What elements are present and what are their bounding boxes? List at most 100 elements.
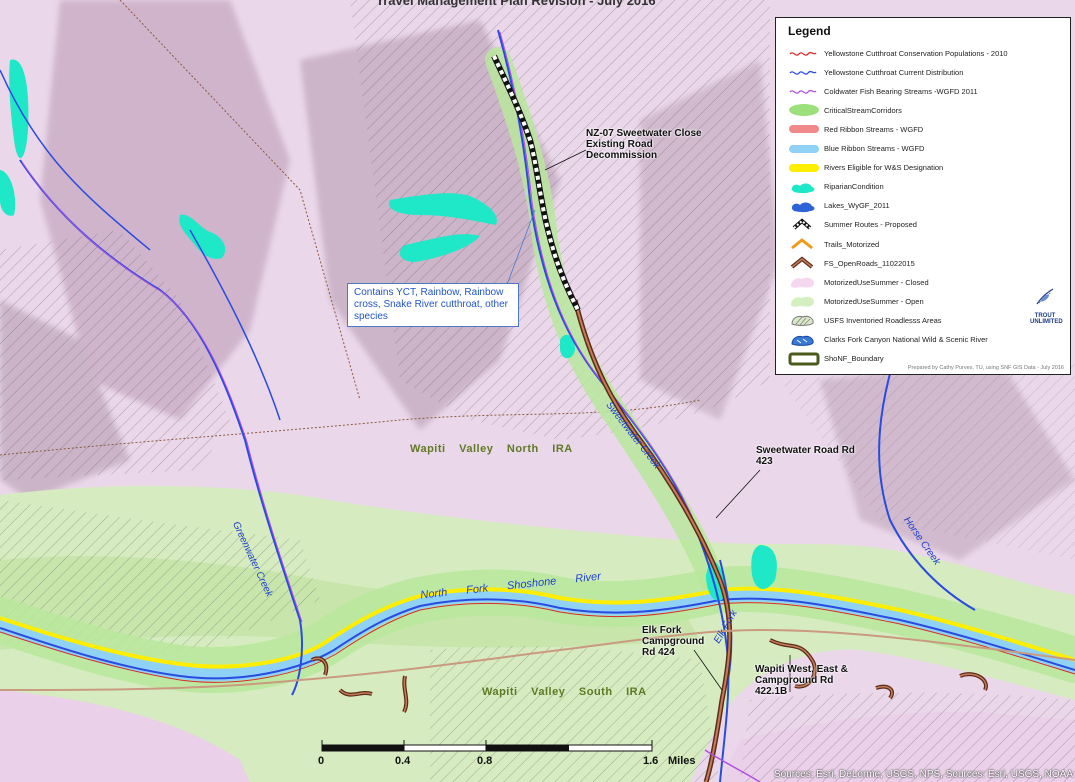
legend-label: Summer Routes - Proposed: [824, 220, 917, 230]
legend-swatch: [789, 104, 819, 117]
label-wapiti-west: Wapiti West, East & Campground Rd 422.1B: [755, 664, 848, 697]
riparian-polygon: [389, 193, 497, 225]
legend-item: Trails_Motorized: [788, 237, 879, 251]
cutthroat-conservation-river: [0, 602, 1075, 683]
legend-label: Lakes_WyGF_2011: [824, 201, 890, 211]
legend-item: FS_OpenRoads_11022015: [788, 256, 915, 270]
legend-item: Rivers Eligible for W&S Designation: [788, 161, 943, 175]
cutthroat-distribution-river: [0, 597, 1075, 680]
logo-text: TROUT UNLIMITED: [1030, 313, 1063, 325]
legend-swatch: [792, 218, 812, 230]
legend-swatch: [791, 277, 815, 288]
legend-item: USFS Inventoried Roadlesss Areas: [788, 313, 942, 327]
legend-label: Trails_Motorized: [824, 239, 880, 249]
label-nz07: NZ-07 Sweetwater Close Existing Road Dec…: [586, 128, 702, 161]
legend-swatch: [791, 238, 813, 250]
legend-item: Lakes_WyGF_2011: [788, 199, 890, 213]
leader-line: [693, 649, 723, 691]
trout-icon: [1036, 288, 1054, 305]
scale-unit: Miles: [668, 755, 696, 767]
legend-item: Yellowstone Cutthroat Conservation Popul…: [788, 46, 1008, 60]
legend-swatch: [791, 335, 814, 346]
legend-swatch: [788, 352, 820, 366]
legend-item: ShoNF_Boundary: [788, 352, 884, 366]
riparian-polygon: [179, 214, 226, 259]
road-stub: [769, 639, 987, 699]
coldwater-stream: [704, 749, 761, 782]
legend-label: Yellowstone Cutthroat Current Distributi…: [824, 67, 964, 77]
forest-boundary: [0, 399, 701, 456]
legend-panel: Legend Yellowstone Cutthroat Conservatio…: [775, 17, 1071, 375]
legend-item: MotorizedUseSummer - Open: [788, 294, 924, 308]
wild-scenic-river: [0, 586, 1075, 669]
riparian-polygon: [399, 234, 480, 262]
legend-label: Red Ribbon Streams - WGFD: [824, 124, 924, 134]
leader-line: [544, 149, 587, 171]
legend-label: USFS Inventoried Roadlesss Areas: [824, 315, 942, 325]
road-stub: [311, 657, 408, 713]
legend-label: Yellowstone Cutthroat Conservation Popul…: [824, 48, 1008, 58]
greenwater-creek-coldwater: [21, 161, 303, 623]
label-wapiti-south-ira: Wapiti Valley South IRA: [482, 686, 647, 698]
legend-swatch: [791, 202, 815, 212]
ira-east-hatch: [780, 360, 1075, 560]
legend-item: Coldwater Fish Bearing Streams -WGFD 201…: [788, 84, 978, 98]
sweetwater-road: [574, 299, 731, 782]
trout-unlimited-logo: TROUT UNLIMITED: [1030, 286, 1063, 325]
map-title: Travel Management Plan Revision - July 2…: [376, 0, 656, 8]
legend-item: Clarks Fork Canyon National Wild & Sceni…: [788, 333, 988, 347]
legend-label: MotorizedUseSummer - Open: [824, 296, 924, 306]
species-callout: Contains YCT, Rainbow, Rainbow cross, Sn…: [347, 283, 519, 327]
legend-swatch: [791, 316, 814, 327]
legend-swatch: [789, 144, 819, 153]
legend-item: Yellowstone Cutthroat Current Distributi…: [788, 65, 963, 79]
leader-line: [504, 209, 536, 291]
riparian-polygon: [560, 334, 575, 359]
valley-road: [0, 628, 1075, 691]
riparian-polygon: [0, 170, 16, 216]
legend-title: Legend: [788, 24, 831, 38]
legend-item: Red Ribbon Streams - WGFD: [788, 122, 923, 136]
blue-ribbon-stream: [0, 587, 1075, 682]
ira-north-hatch: [350, 0, 770, 440]
scale-bar: [321, 740, 653, 752]
legend-item: Summer Routes - Proposed: [788, 218, 917, 232]
ira-west-hatch: [0, 230, 230, 480]
legend-label: RiparianCondition: [824, 182, 884, 192]
map-sources: Sources: Esri, DeLorme, USGS, NPS, Sourc…: [774, 769, 1073, 780]
legend-label: Coldwater Fish Bearing Streams -WGFD 201…: [824, 86, 978, 96]
label-elk-fork-campground: Elk Fork Campground Rd 424: [642, 625, 705, 658]
scale-tick-0-8: 0.8: [477, 755, 493, 767]
legend-swatch: [791, 183, 815, 193]
legend-item: RiparianCondition: [788, 180, 884, 194]
legend-item: CriticalStreamCorridors: [788, 103, 902, 117]
forest-boundary-north: [119, 0, 361, 401]
legend-label: Rivers Eligible for W&S Designation: [824, 163, 944, 173]
horse-creek-line: [878, 339, 976, 611]
legend-item: Blue Ribbon Streams - WGFD: [788, 142, 924, 156]
legend-label: Blue Ribbon Streams - WGFD: [824, 144, 925, 153]
riparian-polygon: [751, 545, 777, 590]
scale-tick-0: 0: [318, 755, 325, 767]
scale-tick-1-6: 1.6: [643, 755, 659, 767]
legend-swatch: [791, 297, 815, 307]
tributary-line: [0, 69, 281, 421]
closed-area-south: [0, 690, 250, 782]
legend-label: CriticalStreamCorridors: [824, 105, 902, 115]
ira-southeast-hatch: [740, 692, 1075, 782]
nz07-route: [492, 55, 580, 311]
legend-swatch: [789, 71, 817, 75]
legend-label: FS_OpenRoads_11022015: [824, 258, 915, 268]
legend-label: Clarks Fork Canyon National Wild & Sceni…: [824, 335, 988, 344]
legend-swatch: [789, 125, 819, 134]
legend-item: MotorizedUseSummer - Closed: [788, 275, 929, 289]
legend-label: MotorizedUseSummer - Closed: [824, 277, 929, 287]
leader-line: [715, 469, 761, 519]
legend-swatch: [789, 90, 817, 94]
ira-southwest-hatch: [0, 500, 320, 660]
scale-tick-0-4: 0.4: [395, 755, 411, 767]
label-wapiti-north-ira: Wapiti Valley North IRA: [410, 443, 573, 455]
legend-label: ShoNF_Boundary: [824, 354, 884, 364]
legend-swatch: [790, 256, 814, 269]
